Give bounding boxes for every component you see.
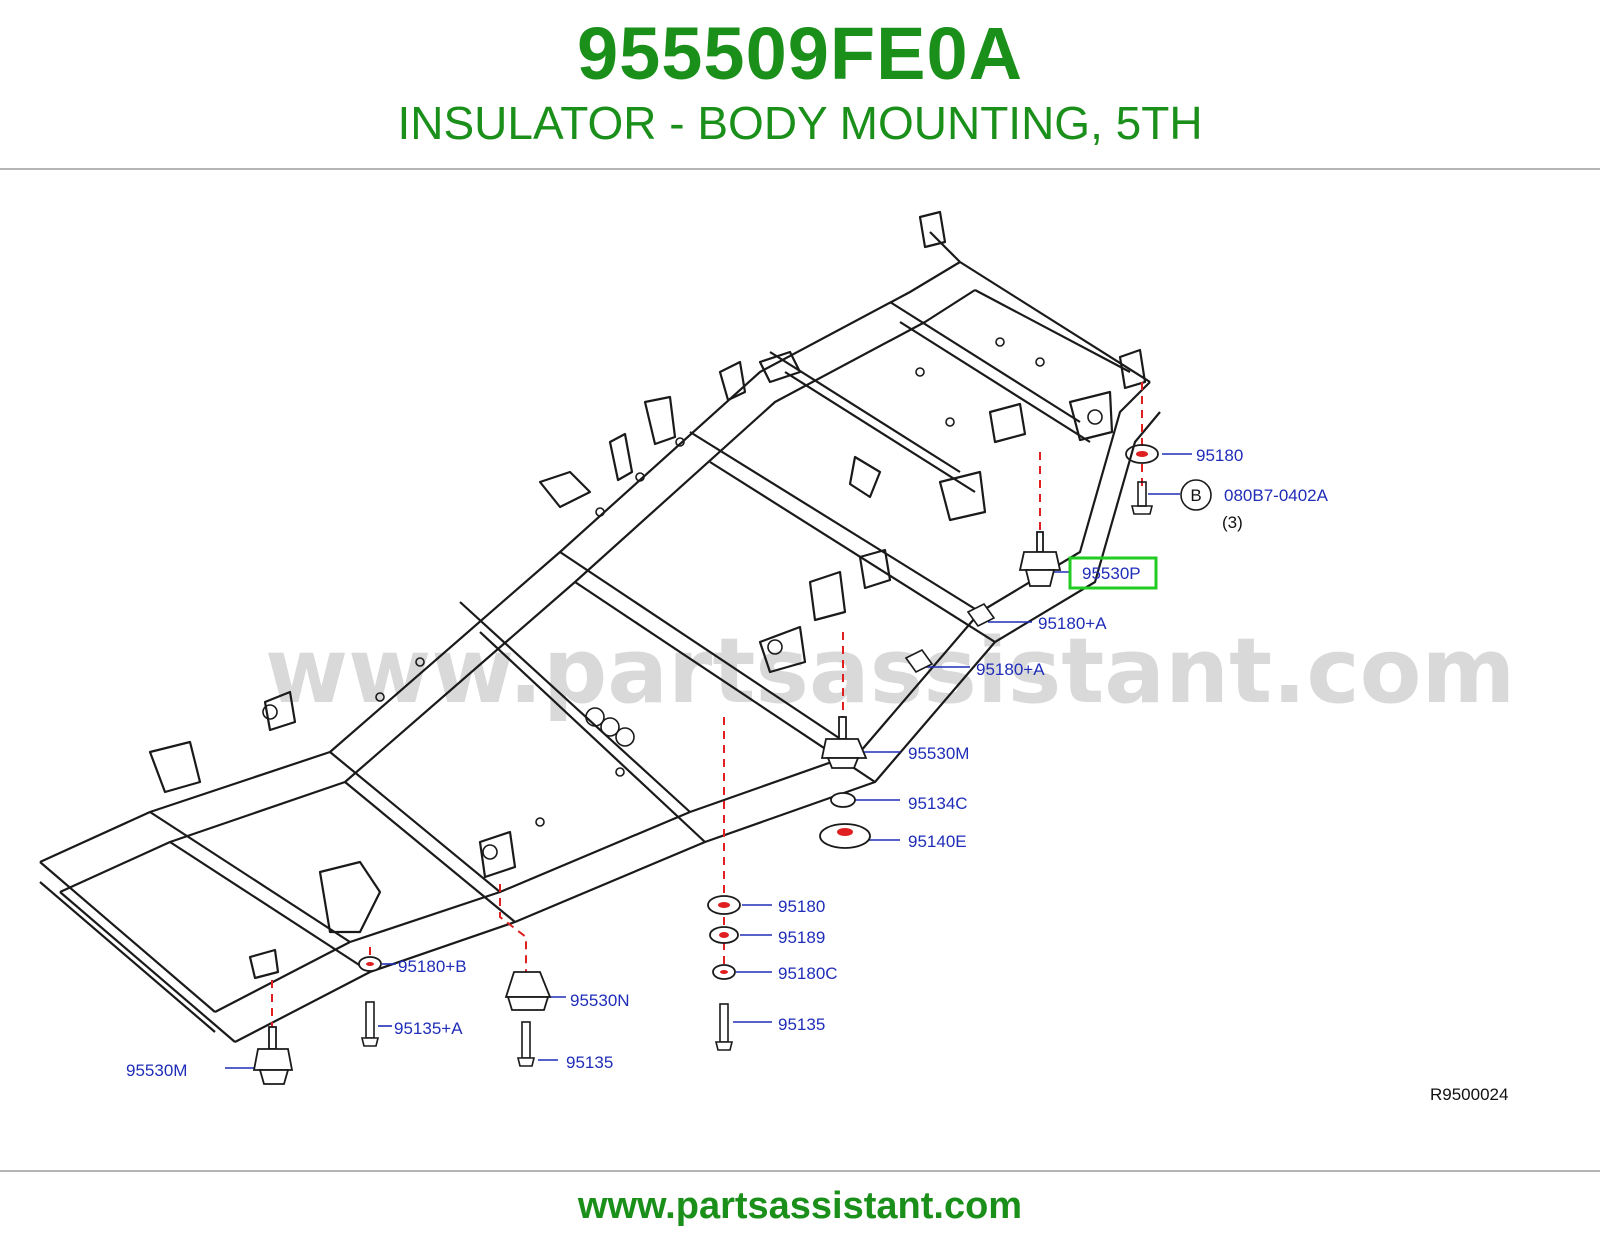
bolt-95135-left: [516, 1021, 536, 1067]
callout-95180b[interactable]: 95180+B: [398, 957, 467, 976]
washer-95180c: [712, 964, 736, 980]
header-divider: [0, 168, 1600, 170]
washer-95189: [709, 926, 739, 944]
callout-95189[interactable]: 95189: [778, 928, 825, 947]
diagram-reference-code: R9500024: [1430, 1085, 1508, 1104]
callout-95180a-1[interactable]: 95180+A: [1038, 614, 1107, 633]
callout-95135-mid[interactable]: 95135: [778, 1015, 825, 1034]
bolt-95135a: [360, 1001, 380, 1047]
insulator-95530p: [1018, 531, 1062, 587]
frame-holes: [262, 337, 1103, 860]
bolt-95135-mid: [714, 1003, 734, 1051]
part-number-title: 955509FE0A: [576, 12, 1024, 95]
leader-lines: [225, 453, 1192, 1069]
insulator-95530n: [504, 971, 552, 1011]
reference-letter-b: B: [1190, 486, 1201, 505]
callout-95134c[interactable]: 95134C: [908, 794, 968, 813]
chassis-frame: [39, 210, 1161, 1043]
callout-95135a[interactable]: 95135+A: [394, 1019, 463, 1038]
bolt-080b7-0402a: [1130, 481, 1154, 515]
frame-exploded-diagram: www.partsassistant.com: [39, 210, 1515, 1104]
spacer-95180a-2: [904, 648, 934, 674]
callout-95140e[interactable]: 95140E: [908, 832, 967, 851]
alignment-lines: [271, 382, 1143, 1032]
washer-95180b: [358, 956, 382, 972]
callout-95180a-2[interactable]: 95180+A: [976, 660, 1045, 679]
footer-divider: [0, 1170, 1600, 1172]
insulator-95530m-rear: [252, 1026, 294, 1085]
part-description: INSULATOR - BODY MOUNTING, 5TH: [397, 97, 1203, 149]
callout-95530m-front[interactable]: 95530M: [908, 744, 969, 763]
callout-95530m-rear[interactable]: 95530M: [126, 1061, 187, 1080]
callout-qty-3: (3): [1222, 513, 1243, 532]
callout-95530p[interactable]: 95530P: [1082, 564, 1141, 583]
footer-website[interactable]: www.partsassistant.com: [577, 1185, 1023, 1227]
callout-95135-left[interactable]: 95135: [566, 1053, 613, 1072]
washer-95180-mid: [707, 895, 741, 915]
callout-95530n[interactable]: 95530N: [570, 991, 630, 1010]
reference-circle-b: [1180, 479, 1212, 511]
spacer-95180a-1: [966, 602, 996, 628]
callout-95180-mid[interactable]: 95180: [778, 897, 825, 916]
washer-95140e: [819, 823, 871, 849]
watermark: www.partsassistant.com: [265, 619, 1515, 724]
callout-95180c[interactable]: 95180C: [778, 964, 838, 983]
callout-080b7-0402a[interactable]: 080B7-0402A: [1224, 486, 1329, 505]
callout-95180-top[interactable]: 95180: [1196, 446, 1243, 465]
highlight-box: [1068, 556, 1158, 590]
washer-95180-top: [1125, 444, 1159, 464]
insulator-95530m-front: [820, 716, 868, 769]
washer-95134c: [830, 792, 856, 808]
